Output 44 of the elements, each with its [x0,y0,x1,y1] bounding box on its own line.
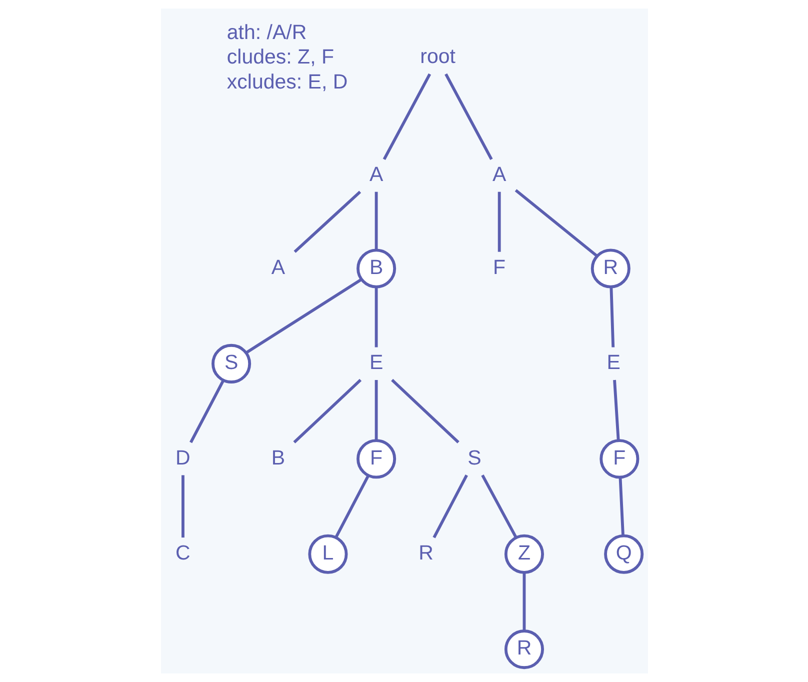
connector [189,380,224,444]
node-text: E [606,351,620,374]
label: xcludes: E, D [226,70,348,94]
connector [390,378,459,444]
connector [480,474,517,538]
connector [374,192,378,250]
node-text: S [467,446,481,470]
node-text: F [492,256,506,279]
node-text: A [270,256,285,279]
node-circle: F [599,439,639,479]
connector [245,278,362,354]
node-text: A [492,162,506,186]
node-circle: L [308,534,348,574]
node-text: A [368,162,383,186]
connector [181,475,184,538]
node-text: R [418,542,434,565]
connector [334,474,370,538]
node-text: B [270,446,285,470]
connector [514,189,598,258]
node-circle: R [504,630,544,670]
connector [382,73,431,160]
node-circle: S [211,344,251,384]
connector [522,572,526,630]
node-text: root [420,45,455,68]
node-circle: F [356,439,396,479]
node-circle: Z [504,534,544,574]
node-text: E [368,351,383,374]
connector [612,380,620,441]
node-text: D [175,446,190,470]
connector [497,192,500,252]
node-text: C [175,542,190,565]
connector [293,190,361,253]
connector [292,378,362,444]
node-circle: R [590,248,630,288]
connector [444,73,492,160]
connector [374,286,378,348]
connector [432,474,468,538]
connector [618,477,624,536]
node-circle: Q [604,534,644,574]
connector [609,286,614,348]
label: cludes: Z, F [226,46,334,69]
label: ath: /A/R [226,20,306,44]
connector [374,380,378,440]
node-circle: B [356,248,396,288]
